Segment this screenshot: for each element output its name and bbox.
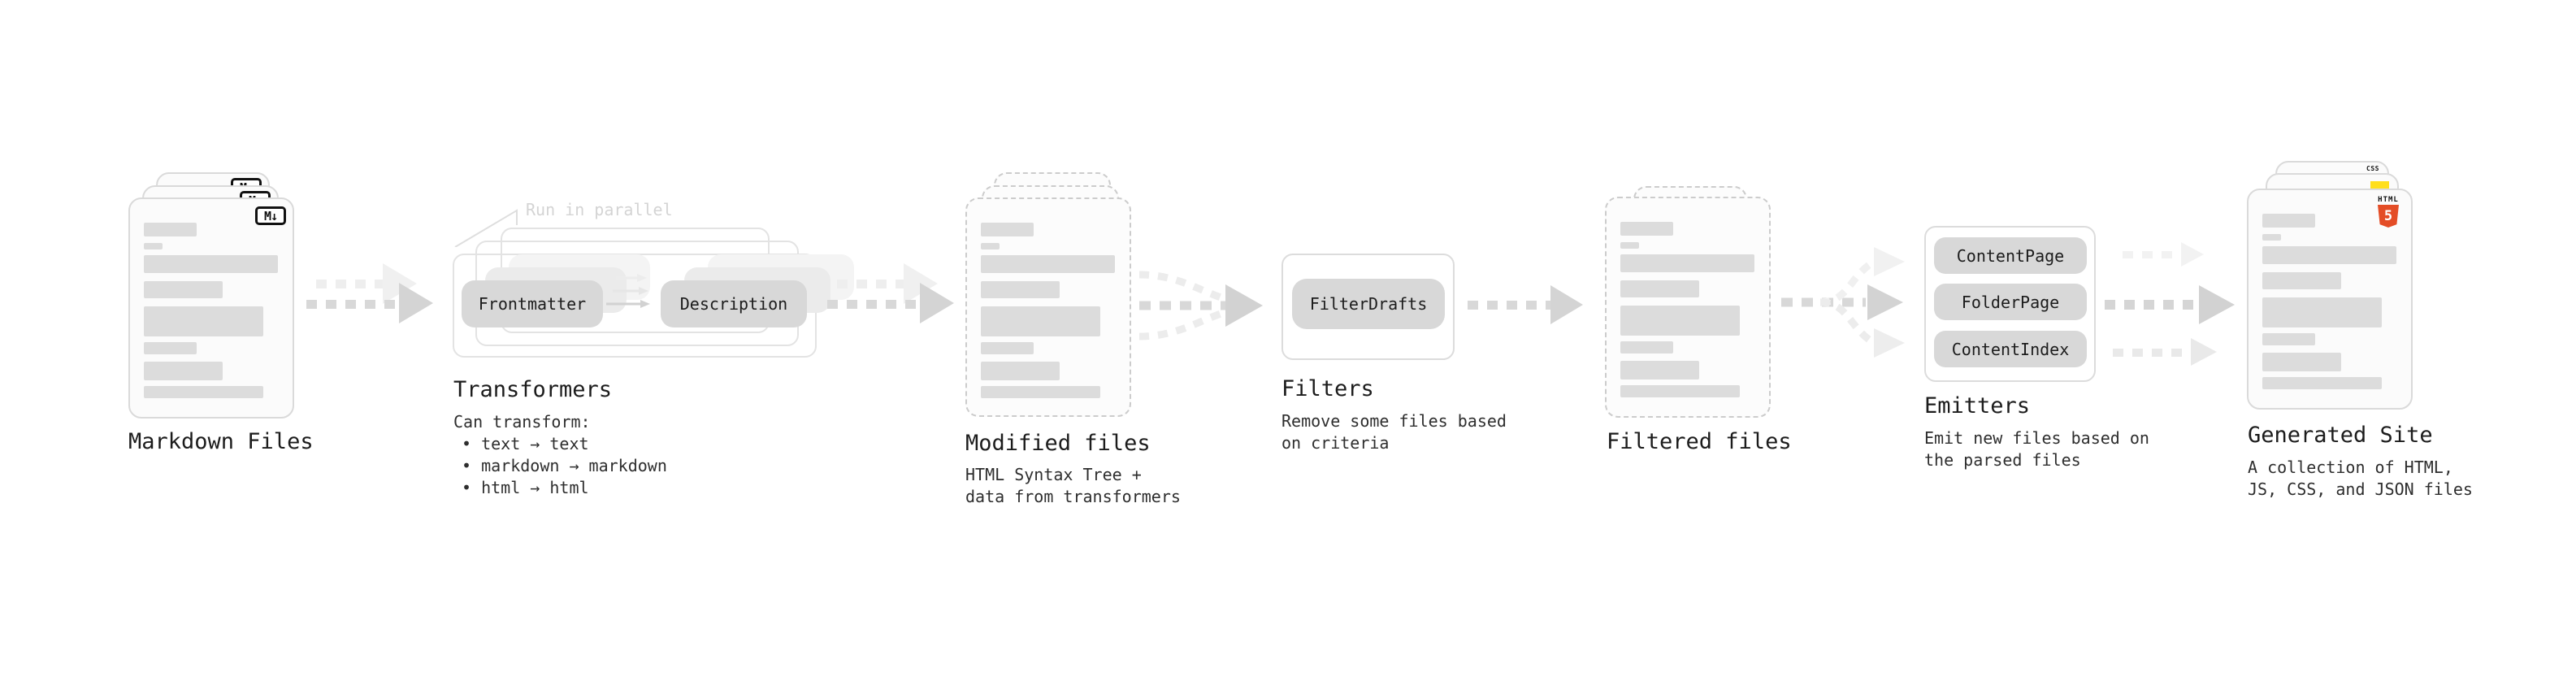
text-line-bar — [1620, 306, 1740, 336]
filtered-files-title: Filtered files — [1607, 429, 1792, 454]
desc-line: the parsed files — [1924, 450, 2081, 470]
modified-file-card — [965, 197, 1131, 417]
text-line-bar — [2262, 246, 2396, 264]
text-line-bar — [144, 223, 197, 236]
text-line-bar — [981, 386, 1100, 398]
desc-line: on criteria — [1281, 433, 1390, 453]
desc-line: Emit new files based on — [1924, 428, 2149, 448]
desc-line: Remove some files based — [1281, 411, 1507, 431]
modified-files-title: Modified files — [965, 431, 1151, 456]
skeleton-text — [2262, 214, 2397, 389]
flow-arrow-fan-out-to-emitters — [1781, 247, 1905, 358]
description-pill: Description — [661, 280, 807, 327]
desc-line: • text → text — [462, 434, 589, 453]
text-line-bar — [1620, 222, 1673, 236]
desc-line: HTML Syntax Tree + — [965, 465, 1142, 484]
html5-number: 5 — [2383, 208, 2393, 224]
html5-icon-label: HTML — [2378, 196, 2399, 204]
emitters-box — [1924, 226, 2096, 382]
html5-shield: 5 — [2378, 205, 2399, 228]
text-line-bar — [981, 306, 1100, 336]
text-line-bar — [2262, 333, 2315, 345]
filters-title: Filters — [1281, 376, 1374, 401]
desc-line: data from transformers — [965, 487, 1181, 506]
markdown-icon: M↓ — [255, 206, 286, 225]
flow-arrow-contentindex-to-site — [2113, 338, 2220, 366]
text-line-bar — [2262, 272, 2341, 289]
filters-description: Remove some files based on criteria — [1281, 410, 1507, 454]
flow-arrow-fan-in-to-filters — [1138, 271, 1263, 340]
text-line-bar — [1620, 385, 1740, 397]
text-line-bar — [981, 223, 1034, 236]
text-line-bar — [2262, 377, 2382, 389]
text-line-bar — [2262, 353, 2341, 371]
desc-line: Can transform: — [453, 412, 591, 432]
modified-files-description: HTML Syntax Tree + data from transformer… — [965, 464, 1181, 508]
flow-arrow-markdown-to-transformers — [305, 262, 443, 345]
text-line-bar — [144, 281, 223, 298]
annotation-leader-line — [454, 209, 518, 247]
emitters-description: Emit new files based on the parsed files — [1924, 427, 2149, 471]
desc-line: • markdown → markdown — [462, 456, 667, 475]
text-line-bar — [1620, 254, 1754, 272]
emitters-title: Emitters — [1924, 393, 2031, 419]
text-line-bar — [144, 342, 197, 354]
markdown-files-title: Markdown Files — [128, 429, 314, 454]
run-in-parallel-label: Run in parallel — [526, 200, 673, 219]
frontmatter-pill: Frontmatter — [462, 280, 603, 327]
text-line-bar — [1620, 242, 1639, 249]
text-line-bar — [2262, 297, 2382, 327]
desc-line: • html → html — [462, 478, 589, 497]
flow-arrow-contentpage-to-site — [2123, 242, 2212, 267]
text-line-bar — [981, 362, 1060, 380]
generated-site-title: Generated Site — [2248, 423, 2433, 448]
contentpage-pill: ContentPage — [1934, 237, 2087, 274]
text-line-bar — [2262, 214, 2315, 228]
filters-box — [1281, 254, 1455, 360]
text-line-bar — [1620, 361, 1699, 380]
text-line-bar — [981, 255, 1115, 273]
text-line-bar — [144, 362, 223, 380]
skeleton-text — [981, 223, 1116, 398]
parallel-arrows-icon — [606, 274, 650, 308]
flow-arrow-filters-to-filtered — [1468, 285, 1589, 324]
folderpage-pill: FolderPage — [1934, 284, 2087, 320]
desc-line: JS, CSS, and JSON files — [2248, 479, 2473, 499]
markdown-file-card: M↓ — [128, 197, 294, 419]
text-line-bar — [2262, 234, 2281, 241]
text-line-bar — [144, 306, 263, 336]
skeleton-text — [1620, 222, 1755, 397]
transformers-title: Transformers — [453, 377, 613, 402]
flow-arrow-transformers-to-modified — [826, 262, 964, 345]
contentindex-pill: ContentIndex — [1934, 331, 2087, 367]
css-icon-label: CSS — [2366, 165, 2379, 172]
text-line-bar — [144, 243, 163, 249]
text-line-bar — [1620, 341, 1673, 354]
html5-icon: HTML 5 — [2370, 196, 2406, 228]
filtered-file-card — [1605, 197, 1771, 418]
desc-line: A collection of HTML, — [2248, 458, 2453, 477]
filterdrafts-pill: FilterDrafts — [1292, 279, 1445, 329]
text-line-bar — [981, 342, 1034, 354]
text-line-bar — [1620, 280, 1699, 297]
text-line-bar — [981, 243, 1000, 249]
text-line-bar — [981, 281, 1060, 298]
site-file-card-html: HTML 5 — [2247, 189, 2413, 410]
text-line-bar — [144, 386, 263, 398]
flow-arrow-folderpage-to-site — [2105, 285, 2238, 324]
transformers-description: Can transform: • text → text • markdown … — [453, 411, 667, 499]
generated-site-description: A collection of HTML, JS, CSS, and JSON … — [2248, 457, 2473, 501]
text-line-bar — [144, 255, 278, 273]
skeleton-text — [144, 223, 279, 398]
